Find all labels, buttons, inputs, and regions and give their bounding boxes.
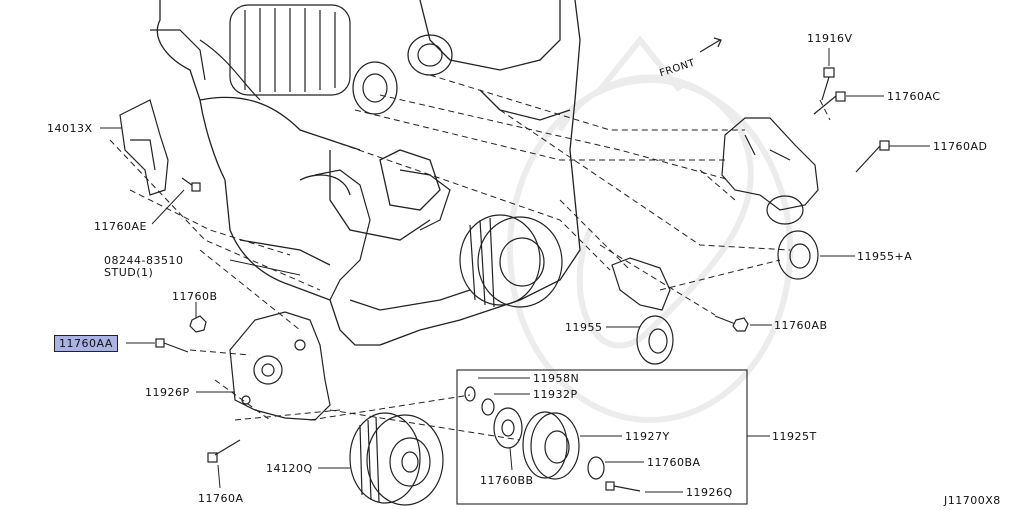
label-11955: 11955 [565, 321, 603, 334]
bolt-11760ab [714, 315, 749, 332]
label-11760bb: 11760BB [480, 474, 534, 487]
label-11760ab: 11760AB [774, 319, 828, 332]
label-11760ac: 11760AC [887, 90, 941, 103]
idler-kit-parts [464, 386, 641, 492]
heat-shield-part [119, 99, 169, 196]
bolt-11760ad [855, 140, 890, 173]
bolt-11760ae [181, 177, 201, 192]
label-stud: STUD(1) [104, 266, 154, 279]
label-11760ad: 11760AD [933, 140, 988, 153]
label-11760b: 11760B [172, 290, 218, 303]
front-arrow-icon [699, 37, 722, 53]
label-11760ae: 11760AE [94, 220, 147, 233]
bolt-11916v [821, 67, 835, 101]
assembly-dashed-lines [109, 74, 831, 441]
label-14013x: 14013X [47, 122, 93, 135]
label-11925t: 11925T [772, 430, 817, 443]
crank-pulley [349, 412, 444, 506]
label-11932p: 11932P [533, 388, 578, 401]
compressor-unit [150, 4, 453, 115]
label-08244-83510: 08244-83510 [104, 254, 184, 267]
upper-right-bracket [721, 117, 819, 280]
idler-kit-box [456, 369, 748, 505]
label-11760ba: 11760BA [647, 456, 701, 469]
leader-lines [100, 48, 930, 493]
label-11927y: 11927Y [625, 430, 670, 443]
bolt-11760aa [155, 338, 189, 353]
label-11760a: 11760A [198, 492, 244, 505]
label-11916v: 11916V [807, 32, 853, 45]
tensioner-11955 [611, 257, 674, 365]
label-11926p: 11926P [145, 386, 190, 399]
label-11958n: 11958N [533, 372, 580, 385]
engine-block [156, 0, 581, 346]
label-11926q: 11926Q [686, 486, 733, 499]
main-bracket [314, 169, 471, 311]
label-11760aa-highlighted[interactable]: 11760AA [54, 335, 118, 352]
bolt-11760b [189, 315, 207, 333]
diagram-id: J11700X8 [944, 494, 1001, 507]
label-11955a: 11955+A [857, 250, 913, 263]
label-14120q: 14120Q [266, 462, 313, 475]
bolt-11760a [207, 439, 241, 463]
bolt-11760ac [813, 91, 846, 115]
tensioner-bracket [229, 311, 331, 421]
center-pulley-unit [459, 214, 563, 308]
